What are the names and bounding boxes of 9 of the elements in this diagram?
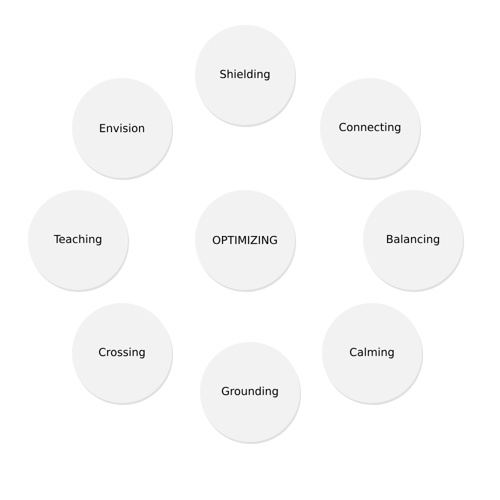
circle-node: Connecting <box>320 78 421 180</box>
circle-node: Envision <box>72 78 173 180</box>
circle-node: OPTIMIZING <box>195 190 296 292</box>
circle-node: Shielding <box>195 25 296 127</box>
circle-node: Balancing <box>363 190 464 292</box>
circle-node: Teaching <box>28 190 129 292</box>
circle-node: Crossing <box>72 303 173 405</box>
circle-node: Calming <box>322 303 423 405</box>
circle-node: Grounding <box>200 342 301 444</box>
